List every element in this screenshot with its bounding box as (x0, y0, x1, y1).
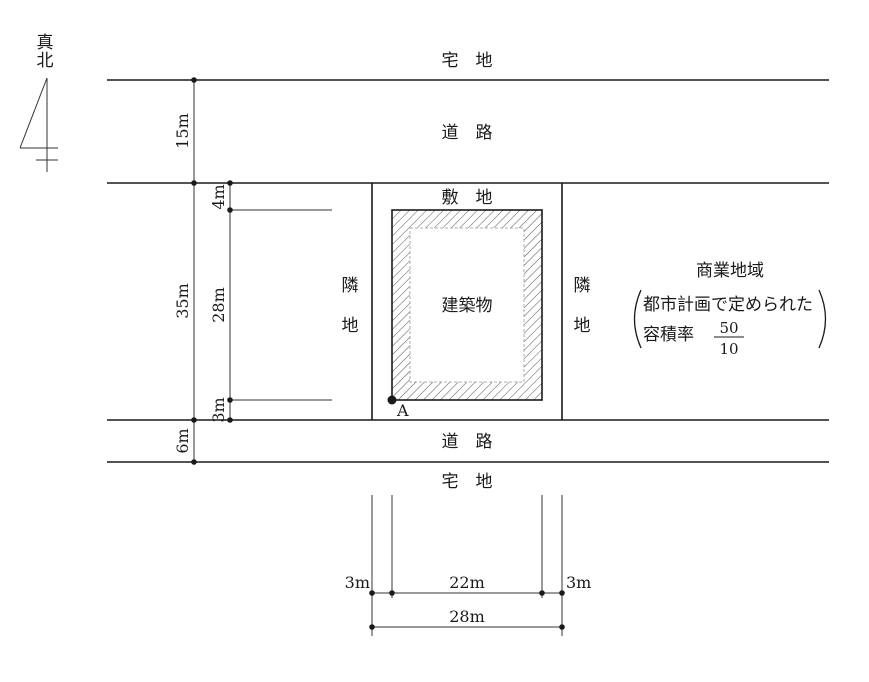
north-road-label: 道 路 (442, 123, 493, 143)
residential-bottom-label: 宅 地 (442, 472, 493, 492)
zoning-note-line1: 都市計画で定められた (643, 295, 813, 315)
zoning-note-parentheses (633, 289, 827, 349)
site-boundary (371, 183, 563, 420)
south-road-label: 道 路 (442, 432, 493, 452)
dim-south-setback: 3m (209, 397, 228, 422)
neighbor-left-char-2: 地 (342, 316, 359, 336)
dim-site-depth: 35m (173, 283, 192, 319)
left-dimension-dots (191, 77, 233, 465)
dim-north-setback: 4m (209, 184, 228, 209)
zoning-note-line2: 容積率 (643, 325, 694, 345)
bottom-dimensions (371, 495, 563, 636)
far-denominator: 10 (719, 340, 738, 358)
neighbor-left-char-1: 隣 (342, 276, 359, 296)
residential-top-label: 宅 地 (442, 51, 493, 71)
neighbor-right-char-1: 隣 (574, 276, 591, 296)
dim-north-road: 15m (173, 113, 192, 149)
left-dimensions (193, 80, 332, 462)
point-a-marker (387, 395, 397, 405)
building-label: 建築物 (442, 296, 493, 316)
site-label: 敷 地 (442, 188, 493, 208)
point-a-label: A (396, 401, 409, 420)
far-numerator: 50 (719, 319, 738, 337)
dim-south-road: 6m (173, 428, 192, 453)
dim-site-width: 28m (449, 607, 485, 626)
north-label-1: 真 (37, 33, 54, 53)
bottom-dimension-dots (369, 590, 565, 630)
zoning-title: 商業地域 (696, 261, 764, 281)
dim-west-setback: 3m (345, 573, 370, 592)
dim-east-setback: 3m (566, 573, 591, 592)
dim-building-depth: 28m (209, 287, 228, 323)
dim-building-width: 22m (449, 573, 485, 592)
north-arrow-icon (19, 77, 58, 172)
north-label-2: 北 (37, 51, 54, 71)
neighbor-right-char-2: 地 (574, 316, 591, 336)
building (391, 209, 543, 401)
